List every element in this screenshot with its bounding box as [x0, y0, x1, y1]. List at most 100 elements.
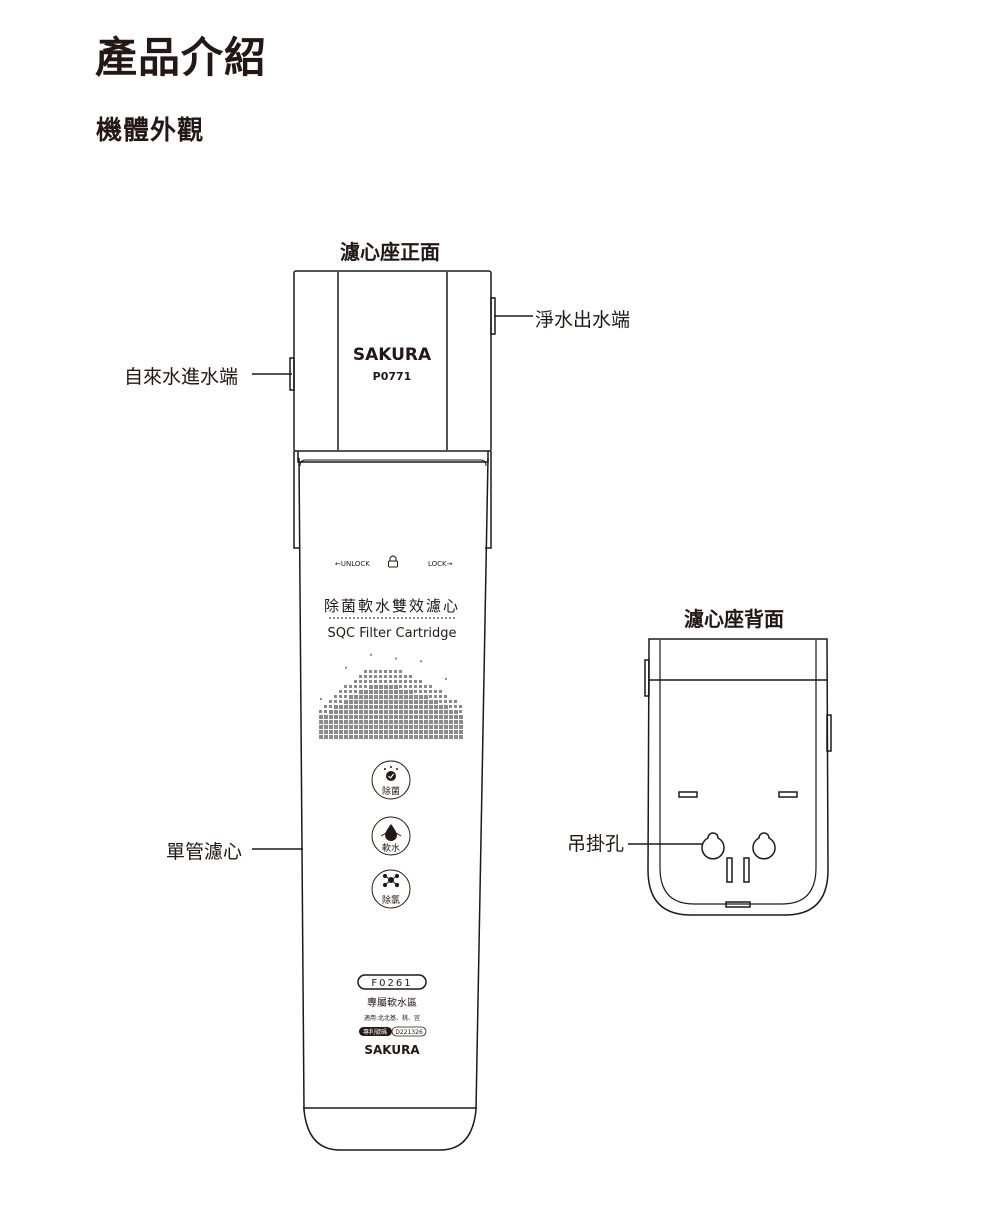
pattern-pixel [414, 710, 418, 714]
pattern-pixel [369, 680, 372, 683]
pattern-pixel [414, 695, 418, 699]
pattern-pixel [374, 695, 378, 699]
pattern-pixel [379, 735, 383, 739]
pattern-pixel [384, 730, 388, 734]
back-view-title: 濾心座背面 [684, 607, 784, 631]
pattern-dot [445, 677, 447, 680]
pattern-pixel [419, 695, 423, 699]
pattern-pixel [434, 710, 438, 714]
pattern-pixel [364, 710, 368, 714]
pattern-pixel [434, 705, 438, 709]
pattern-pixel [354, 725, 358, 729]
pattern-pixel [409, 695, 413, 699]
pattern-pixel [389, 720, 393, 724]
pattern-pixel [419, 715, 423, 719]
pattern-pixel [409, 730, 413, 734]
patent-label: 專利號碼 [363, 1028, 387, 1036]
pattern-pixel [384, 675, 387, 678]
pattern-pixel [339, 720, 343, 724]
pattern-pixel [394, 680, 397, 683]
hanging-hole-left [701, 832, 725, 860]
pattern-pixel [404, 730, 408, 734]
pattern-pixel [354, 690, 357, 693]
pattern-pixel [389, 705, 393, 709]
pattern-pixel [359, 700, 363, 704]
pattern-pixel [389, 710, 393, 714]
pattern-pixel [439, 720, 443, 724]
sterilize-icon [384, 766, 398, 781]
pattern-pixel [424, 705, 428, 709]
pattern-pixel [364, 690, 368, 694]
pattern-pixel [399, 725, 403, 729]
pattern-pixel [459, 730, 463, 734]
pattern-pixel [374, 670, 377, 673]
pattern-pixel [329, 715, 333, 719]
pattern-pixel [389, 695, 393, 699]
pattern-pixel [329, 725, 333, 729]
pattern-pixel [414, 720, 418, 724]
pattern-pixel [359, 680, 362, 683]
pattern-pixel [369, 725, 373, 729]
pattern-pixel [389, 680, 392, 683]
pattern-pixel [404, 725, 408, 729]
pattern-pixel [404, 715, 408, 719]
pattern-pixel [424, 720, 428, 724]
pattern-pixel [369, 720, 373, 724]
pattern-pixel [429, 735, 433, 739]
pattern-pixel [459, 705, 462, 708]
pattern-pixel [329, 720, 333, 724]
pattern-pixel [364, 675, 367, 678]
pattern-pixel [319, 725, 323, 729]
pattern-pixel [449, 725, 453, 729]
pattern-pixel [389, 715, 393, 719]
pattern-pixel [409, 715, 413, 719]
pattern-pixel [324, 720, 328, 724]
pattern-pixel [419, 720, 423, 724]
pattern-pixel [409, 675, 412, 678]
pattern-pixel [329, 705, 332, 708]
pattern-pixel [359, 730, 363, 734]
pattern-pixel [374, 690, 378, 694]
pattern-pixel [324, 715, 328, 719]
pattern-pixel [424, 695, 428, 699]
pattern-pixel [359, 675, 362, 678]
cartridge-name-cn: 除菌軟水雙效濾心 [324, 597, 460, 615]
pattern-pixel [369, 670, 372, 673]
pattern-pixel [339, 690, 342, 693]
pattern-pixel [419, 700, 423, 704]
pattern-pixel [444, 730, 448, 734]
pattern-pixel [444, 735, 448, 739]
pattern-pixel [369, 730, 373, 734]
pattern-pixel [459, 725, 463, 729]
pattern-pixel [399, 680, 402, 683]
pattern-pixel [419, 710, 423, 714]
pattern-pixel [434, 720, 438, 724]
pattern-pixel [359, 715, 363, 719]
pattern-pixel [404, 695, 408, 699]
pattern-pixel [374, 675, 377, 678]
pattern-pixel [379, 705, 383, 709]
pattern-pixel [459, 720, 463, 724]
head-model: P0771 [373, 370, 412, 383]
pattern-pixel [419, 735, 423, 739]
pattern-pixel [394, 695, 398, 699]
pattern-pixel [399, 720, 403, 724]
filter-cartridge [298, 457, 489, 1151]
pattern-pixel [454, 730, 458, 734]
pattern-pixel [379, 695, 383, 699]
molecule-icon [382, 873, 400, 888]
pattern-pixel [424, 735, 428, 739]
pattern-pixel [359, 720, 363, 724]
pattern-pixel [384, 705, 388, 709]
patent-number: D221326 [395, 1029, 423, 1036]
pattern-dot [345, 666, 347, 669]
section-title: 機體外觀 [96, 116, 205, 146]
pattern-pixel [369, 705, 373, 709]
pattern-pixel [419, 680, 422, 683]
pixel-wave-pattern [319, 653, 463, 739]
pattern-pixel [449, 730, 453, 734]
pattern-pixel [319, 710, 322, 713]
pattern-pixel [359, 725, 363, 729]
page-title: 產品介紹 [95, 33, 268, 82]
pattern-pixel [364, 685, 367, 688]
